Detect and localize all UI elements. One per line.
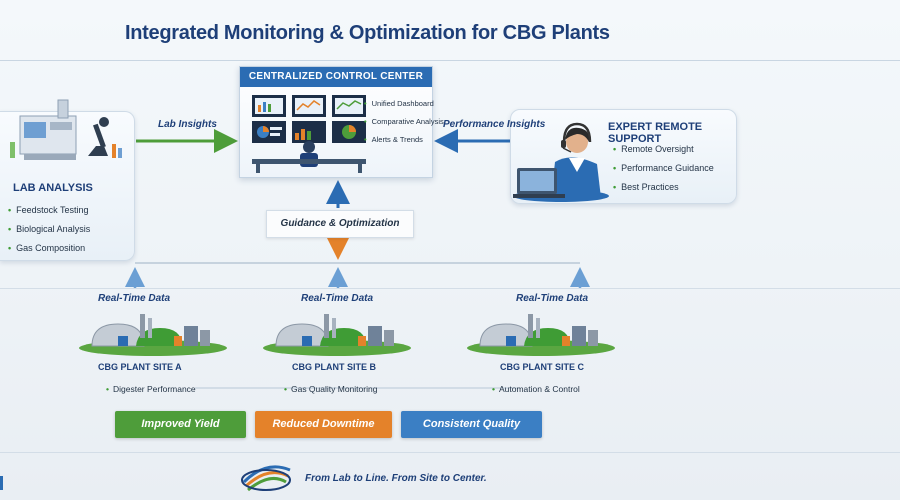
real-time-label-b: Real-Time Data [301, 293, 374, 304]
outcome-improved-yield: Improved Yield [115, 411, 246, 438]
performance-insights-label: Performance Insights [443, 119, 546, 130]
tagline: From Lab to Line. From Site to Center. [305, 473, 487, 484]
site-a-metric: Digester Performance [106, 384, 196, 394]
support-agent-icon [513, 122, 609, 202]
plant-site-b-illustration [263, 314, 411, 356]
remote-support-title: EXPERT REMOTE SUPPORT [608, 121, 703, 145]
control-center-features: Unified Dashboard Comparative Analysis A… [364, 99, 444, 153]
feature-item: Comparative Analysis [364, 117, 444, 126]
lab-item: Gas Composition [8, 243, 90, 253]
swirl-logo-icon [241, 465, 291, 492]
plant-site-a-illustration [79, 314, 227, 356]
remote-support-list: Remote Oversight Performance Guidance Be… [613, 144, 714, 201]
outcome-reduced-downtime: Reduced Downtime [255, 411, 392, 438]
lab-insights-label: Lab Insights [158, 119, 217, 130]
site-a-name: CBG PLANT SITE A [98, 362, 182, 372]
support-item: Performance Guidance [613, 163, 714, 173]
lab-analysis-title: LAB ANALYSIS [13, 182, 93, 194]
feature-item: Unified Dashboard [364, 99, 444, 108]
lab-analysis-list: Feedstock Testing Biological Analysis Ga… [8, 205, 90, 262]
support-item: Remote Oversight [613, 144, 714, 154]
feature-item: Alerts & Trends [364, 135, 444, 144]
lab-item: Feedstock Testing [8, 205, 90, 215]
lab-item: Biological Analysis [8, 224, 90, 234]
lab-equipment-icon [10, 99, 122, 160]
control-center-header: CENTRALIZED CONTROL CENTER [240, 67, 432, 87]
control-room-illustration [252, 95, 366, 173]
site-c-name: CBG PLANT SITE C [500, 362, 585, 372]
section-divider [0, 288, 900, 289]
title-divider [0, 60, 900, 61]
edge-marker [0, 476, 3, 490]
remote-support-panel: EXPERT REMOTE SUPPORT Remote Oversight P… [510, 109, 737, 204]
outcome-consistent-quality: Consistent Quality [401, 411, 542, 438]
guidance-optimization-box: Guidance & Optimization [266, 210, 414, 238]
support-item: Best Practices [613, 182, 714, 192]
real-time-label-c: Real-Time Data [516, 293, 589, 304]
site-c-metric: Automation & Control [492, 384, 580, 394]
plant-site-c-illustration [467, 314, 615, 356]
page-title: Integrated Monitoring & Optimization for… [125, 22, 610, 44]
lab-analysis-panel: LAB ANALYSIS Feedstock Testing Biologica… [0, 99, 135, 262]
footer-divider [0, 452, 900, 453]
control-center-card: CENTRALIZED CONTROL CENTER Unified Dashb… [239, 66, 444, 178]
real-time-label-a: Real-Time Data [98, 293, 171, 304]
site-b-name: CBG PLANT SITE B [292, 362, 377, 372]
site-b-metric: Gas Quality Monitoring [284, 384, 377, 394]
